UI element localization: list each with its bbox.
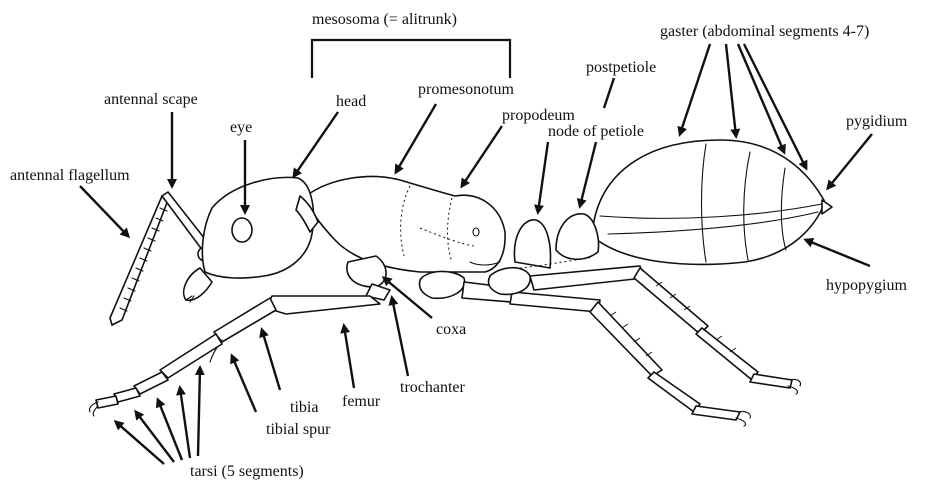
label-propodeum: propodeum bbox=[502, 107, 575, 124]
front-femur-shape bbox=[266, 296, 380, 314]
arrow-gaster-1 bbox=[680, 44, 710, 134]
label-tibia: tibia bbox=[290, 399, 318, 416]
middle-leg bbox=[420, 271, 751, 426]
arrow-pygidium bbox=[828, 134, 872, 188]
arrow-postpetiole-node bbox=[580, 142, 596, 206]
label-gaster: gaster (abdominal segments 4-7) bbox=[660, 23, 869, 40]
gaster-shape bbox=[592, 140, 832, 264]
eye-shape bbox=[232, 218, 252, 242]
arrow-head bbox=[294, 112, 338, 176]
head-shape bbox=[184, 177, 314, 302]
arrow-tibial-spur bbox=[232, 356, 256, 412]
label-antennal-scape: antennal scape bbox=[104, 91, 198, 108]
front-tibia-shape bbox=[214, 298, 276, 342]
label-tibial-spur: tibial spur bbox=[266, 421, 331, 438]
front-coxa-shape bbox=[347, 256, 386, 287]
arrow-femur bbox=[344, 326, 354, 388]
arrow-node-of-petiole bbox=[538, 142, 548, 212]
hind-leg bbox=[488, 266, 800, 394]
label-eye: eye bbox=[230, 119, 252, 136]
label-coxa: coxa bbox=[436, 321, 466, 338]
label-antennal-flagellum: antennal flagellum bbox=[10, 167, 130, 184]
label-mesosoma: mesosoma (= alitrunk) bbox=[312, 11, 457, 28]
label-node-of-petiole: node of petiole bbox=[548, 123, 644, 140]
arrow-tarsus-5 bbox=[198, 368, 200, 456]
arrow-tarsus-4 bbox=[180, 388, 190, 458]
arrow-hypopygium bbox=[806, 240, 870, 266]
label-pygidium: pygidium bbox=[846, 113, 908, 130]
arrow-tibia bbox=[262, 330, 280, 390]
hind-femur-shape bbox=[530, 266, 644, 290]
antenna-flagellum-shape bbox=[110, 196, 168, 325]
arrow-trochanter bbox=[392, 298, 408, 376]
arrow-promesonotum bbox=[396, 104, 436, 172]
mesosoma-bracket bbox=[312, 40, 510, 78]
arrow-gaster-2 bbox=[726, 44, 736, 136]
arrow-gaster-3 bbox=[738, 44, 784, 152]
arrow-tarsus-3 bbox=[158, 400, 182, 460]
petiole-node-shape bbox=[514, 220, 550, 268]
label-tarsi: tarsi (5 segments) bbox=[190, 463, 304, 480]
label-trochanter: trochanter bbox=[400, 379, 466, 396]
arrow-antennal-flagellum bbox=[80, 186, 128, 236]
postpetiole-shape bbox=[556, 214, 598, 259]
label-femur: femur bbox=[342, 393, 381, 410]
arrow-tarsus-2 bbox=[136, 412, 174, 462]
label-promesonotum: promesonotum bbox=[418, 81, 515, 98]
arrow-tarsus-1 bbox=[116, 422, 164, 464]
label-hypopygium: hypopygium bbox=[826, 277, 907, 294]
arrow-propodeum bbox=[462, 126, 502, 186]
label-postpetiole: postpetiole bbox=[586, 59, 656, 76]
label-head: head bbox=[336, 93, 366, 110]
middle-femur-shape bbox=[510, 292, 600, 312]
mesosoma-shape bbox=[306, 177, 505, 272]
arrow-postpetiole bbox=[604, 78, 614, 108]
